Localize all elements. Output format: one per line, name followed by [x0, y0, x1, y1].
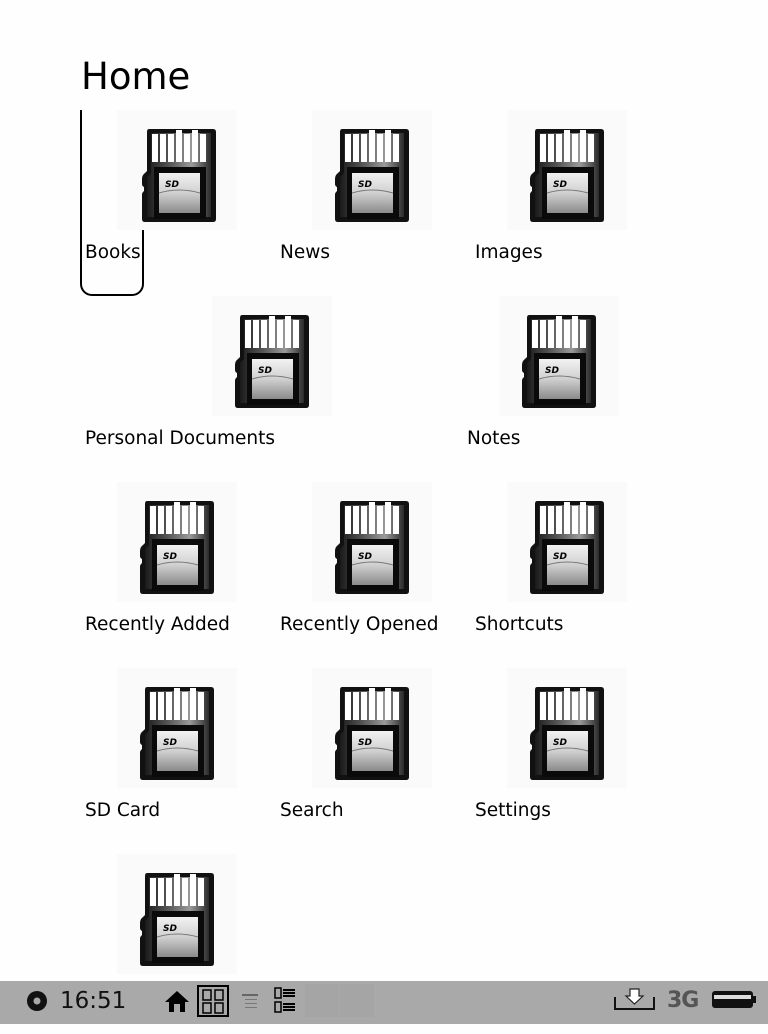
- home-item-label: Recently Opened: [280, 614, 439, 635]
- home-item-images[interactable]: Images: [471, 110, 661, 290]
- sd-card-icon: [141, 127, 217, 223]
- home-icon[interactable]: [164, 989, 190, 1013]
- home-item-label: Books: [85, 242, 141, 263]
- record-icon[interactable]: [26, 990, 48, 1012]
- home-item-recently-added[interactable]: Recently Added: [81, 482, 271, 662]
- sd-card-icon: [139, 685, 215, 781]
- home-grid: Books News Images Personal Documents Not…: [80, 110, 661, 967]
- sd-card-icon: [139, 871, 215, 967]
- clock: 16:51: [60, 988, 127, 1014]
- home-item-settings[interactable]: Settings: [471, 668, 661, 848]
- detail-list-view-icon[interactable]: [274, 987, 296, 1015]
- sd-card-icon: [529, 685, 605, 781]
- download-icon[interactable]: [614, 987, 656, 1011]
- page-title: Home: [81, 55, 191, 98]
- list-view-icon[interactable]: [242, 993, 260, 1009]
- sd-card-icon: [234, 313, 310, 409]
- home-item-unlabeled[interactable]: [81, 854, 271, 1034]
- sd-card-icon: [334, 685, 410, 781]
- home-item-label: Recently Added: [85, 614, 230, 635]
- status-bar: 16:51 3G: [0, 981, 768, 1024]
- home-item-label: Images: [475, 242, 543, 263]
- empty-slot: [305, 984, 339, 1017]
- home-item-notes[interactable]: Notes: [463, 296, 653, 476]
- sd-card-icon: [334, 127, 410, 223]
- home-item-label: Notes: [467, 428, 521, 449]
- home-item-label: Shortcuts: [475, 614, 564, 635]
- home-item-label: News: [280, 242, 330, 263]
- sd-card-icon: [334, 499, 410, 595]
- home-item-recently-opened[interactable]: Recently Opened: [276, 482, 466, 662]
- home-item-label: SD Card: [85, 800, 161, 821]
- home-item-label: Search: [280, 800, 344, 821]
- home-item-search[interactable]: Search: [276, 668, 466, 848]
- network-3g-icon: 3G: [667, 988, 699, 1013]
- grid-view-icon[interactable]: [197, 985, 229, 1017]
- sd-card-icon: [139, 499, 215, 595]
- home-item-label: Settings: [475, 800, 551, 821]
- home-item-sd-card[interactable]: SD Card: [81, 668, 271, 848]
- home-item-personal-documents[interactable]: Personal Documents: [81, 296, 371, 476]
- home-item-news[interactable]: News: [276, 110, 466, 290]
- sd-card-icon: [529, 127, 605, 223]
- home-item-shortcuts[interactable]: Shortcuts: [471, 482, 661, 662]
- sd-card-icon: [521, 313, 597, 409]
- empty-slot: [340, 984, 374, 1017]
- home-item-label: Personal Documents: [85, 428, 276, 449]
- home-item-books[interactable]: Books: [80, 110, 271, 296]
- sd-card-icon: [529, 499, 605, 595]
- battery-icon: [712, 991, 756, 1008]
